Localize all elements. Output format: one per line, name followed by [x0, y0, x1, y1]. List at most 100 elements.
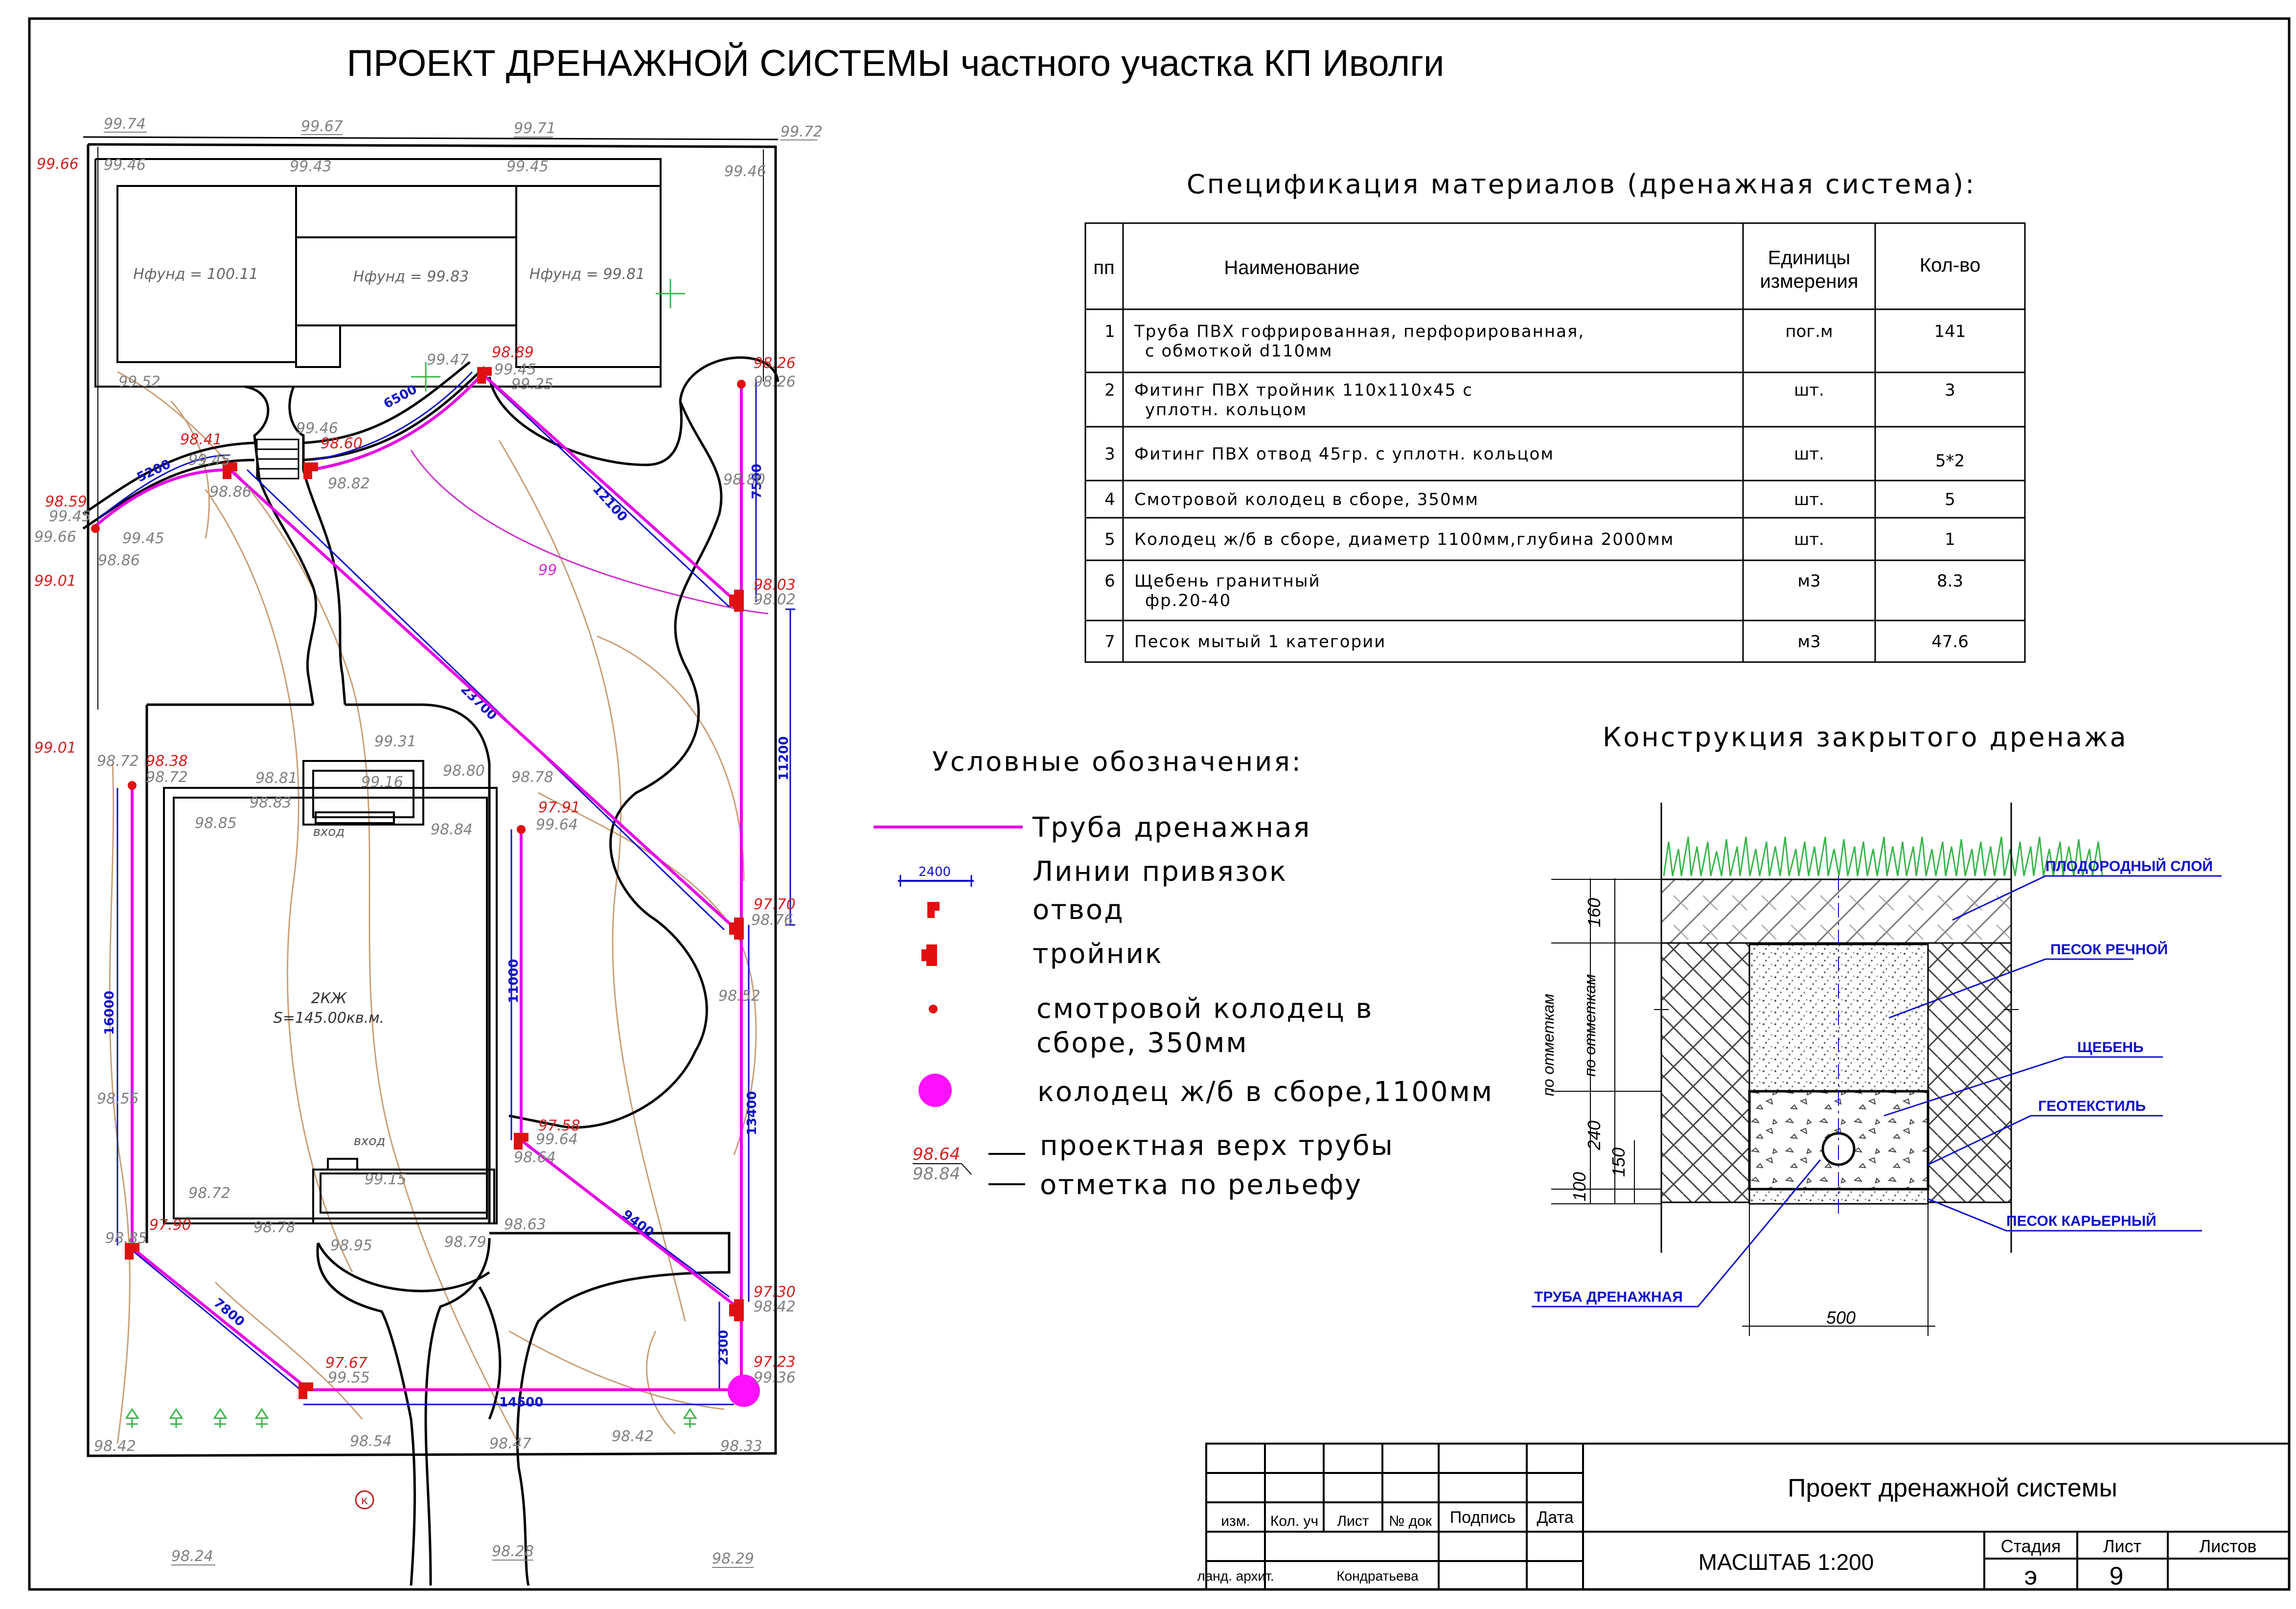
section-dimensions: 160 по отметкам по отметкам 240 150 100 … — [1539, 898, 1856, 1328]
drainage-pipes — [94, 373, 745, 1391]
terrain-mark: 98.85 — [105, 1230, 147, 1247]
terrain-mark: 98.42 — [94, 1438, 136, 1455]
section-dim: 500 — [1826, 1308, 1856, 1328]
building-1-label: Нфунд = 100.11 — [133, 266, 258, 283]
terrain-mark: 98.42 — [754, 1298, 796, 1315]
tb-col-izm: изм. — [1221, 1513, 1250, 1529]
garden-paths — [82, 356, 780, 1586]
drain-cross-section: Конструкция закрытого дренажа — [1532, 722, 2222, 1336]
elbow-fitting — [125, 1243, 139, 1260]
terrain-elevations: 99.74 99.67 99.71 99.72 99.46 99.43 99.4… — [34, 115, 823, 1567]
terrain-mark: 98.52 — [718, 988, 760, 1005]
inspection-well — [91, 524, 100, 533]
tb-col-date: Дата — [1537, 1508, 1573, 1527]
terrain-mark: 98.82 — [328, 475, 370, 492]
tb-col-kol: Кол. уч — [1270, 1513, 1318, 1529]
terrain-mark: 99.45 — [49, 508, 91, 525]
dim-9400: 9400 — [620, 1207, 657, 1241]
property-boundary — [87, 143, 777, 1457]
elevation-leaders — [104, 132, 817, 1568]
tb-col-sign: Подпись — [1450, 1508, 1516, 1527]
mark: 98.41 — [180, 431, 222, 448]
elbow-fitting — [514, 1133, 528, 1149]
terrain-mark: 99.36 — [754, 1369, 796, 1386]
design-elevations: 99.66 99.01 99.01 98.59 98.41 98.60 98.8… — [34, 156, 796, 1372]
tb-col-list: Лист — [1337, 1513, 1369, 1529]
terrain-mark: 98.83 — [250, 794, 292, 811]
house-label: 2КЖ — [311, 990, 347, 1007]
spec-row-number: 5 — [1104, 530, 1115, 550]
terrain-mark: 98.86 — [98, 552, 140, 569]
legend-concrete-well: колодец ж/б в сборе,1100мм — [1037, 1076, 1493, 1108]
terrain-mark: 99.64 — [536, 1131, 578, 1148]
legend-concrete-well-symbol — [918, 1074, 952, 1107]
terrain-mark: 98.55 — [97, 1090, 139, 1107]
terrain-mark: 98.78 — [511, 769, 553, 786]
title-block: изм. Кол. уч Лист № док Подпись Дата лан… — [1197, 1443, 2290, 1590]
legend-elev-terrain-text: отметка по рельефу — [1040, 1169, 1362, 1201]
steps — [256, 438, 299, 480]
mark: 98.03 — [754, 576, 796, 594]
inspection-well — [128, 781, 137, 790]
spec-row-name: Смотровой колодец в сборе, 350мм — [1134, 490, 1479, 509]
terrain-mark: 98.28 — [492, 1543, 534, 1560]
terrain-mark: 99.45 — [506, 158, 549, 175]
section-dim: 240 — [1584, 1121, 1604, 1150]
tee-fitting — [729, 590, 744, 612]
terrain-mark: 98.24 — [171, 1548, 213, 1565]
terrain-mark: 99.72 — [781, 123, 823, 140]
terrain-mark: 99.25 — [511, 376, 553, 393]
fertile-layer — [1660, 878, 2012, 944]
entrance-label-2: вход — [354, 1134, 386, 1149]
terrain-mark: 98.72 — [188, 1185, 230, 1202]
mark: 97.67 — [325, 1355, 367, 1372]
tb-sheet-head: Лист — [2103, 1536, 2141, 1556]
mark: 97.91 — [538, 799, 580, 816]
mark: 97.58 — [538, 1117, 580, 1134]
terrain-mark: 99.45 — [494, 361, 536, 378]
building-2-label: Нфунд = 99.83 — [353, 268, 469, 285]
utility-marker — [355, 1490, 374, 1510]
spec-heading: Спецификация материалов (дренажная систе… — [1187, 169, 1976, 200]
drawing-title: ПРОЕКТ ДРЕНАЖНОЙ СИСТЕМЫ частного участк… — [347, 42, 1445, 84]
section-dim: 160 — [1584, 898, 1604, 927]
tb-stage: э — [2024, 1562, 2038, 1590]
terrain-mark: 99.74 — [104, 115, 146, 133]
legend-inspection-well-symbol — [929, 1005, 938, 1013]
section-dim: по отметкам — [1581, 974, 1599, 1077]
boundary-top — [83, 136, 779, 140]
spec-row-qty: 5*2 — [1935, 451, 1965, 471]
terrain-mark: 98.81 — [255, 770, 298, 787]
terrain-contours — [109, 371, 757, 1444]
mark: 99.66 — [37, 156, 79, 173]
site-plan: 99 Нфунд = 100.11 Нфунд = 99.83 Нфунд = … — [34, 115, 823, 1586]
terrain-mark: 99.45 — [188, 452, 230, 469]
concrete-well — [728, 1375, 760, 1407]
legend-pipe: Труба дренажная — [1032, 812, 1311, 844]
dim-2300: 2300 — [716, 1330, 731, 1365]
spec-row-unit: шт. — [1794, 490, 1824, 509]
mark: 98.26 — [754, 355, 796, 372]
section-dim: по отметкам — [1539, 994, 1557, 1096]
spec-row-unit: шт. — [1794, 381, 1824, 400]
tb-project: Проект дренажной системы — [1788, 1474, 2117, 1502]
tb-sheets-head: Листов — [2200, 1536, 2257, 1556]
dim-13400: 13400 — [745, 1091, 759, 1135]
spec-row-number: 7 — [1104, 632, 1115, 652]
dim-16000: 16000 — [102, 991, 117, 1035]
spec-row-qty: 47.6 — [1931, 632, 1969, 652]
inspection-wells — [91, 380, 746, 834]
terrain-mark: 98.80 — [723, 471, 765, 488]
terrain-mark: 98.33 — [720, 1438, 762, 1455]
terrain-mark: 99.45 — [122, 530, 164, 547]
tb-col-doc: № док — [1389, 1513, 1432, 1529]
terrain-mark: 99.67 — [301, 118, 343, 135]
mark: 99.01 — [34, 739, 76, 757]
garage-block — [94, 158, 662, 388]
elbow-fitting — [303, 462, 318, 479]
